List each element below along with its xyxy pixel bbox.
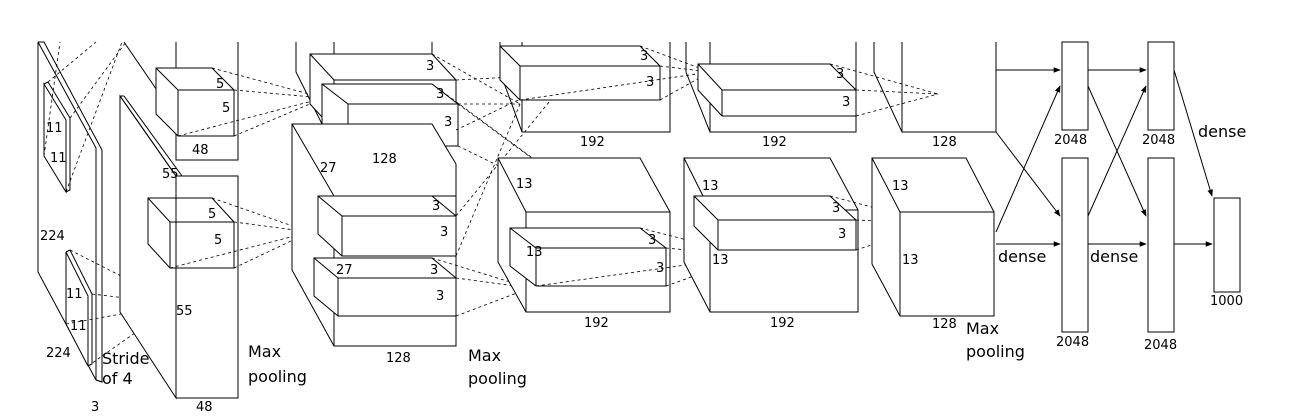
label-c3-13-bottom: 13 xyxy=(516,177,533,192)
label-k4-3a: 3 xyxy=(640,49,648,64)
label-c4-192-top: 192 xyxy=(762,135,787,150)
label-k1b-11b: 11 xyxy=(70,319,87,334)
conv5-top-block xyxy=(873,42,997,133)
label-fc-2048-a: 2048 xyxy=(1054,133,1087,148)
fc2-top xyxy=(1147,41,1175,131)
label-k1b-11a: 11 xyxy=(66,287,83,302)
label-k3-3b: 3 xyxy=(436,87,444,102)
label-k3b-3c: 3 xyxy=(430,263,438,278)
label-c5-13-a: 13 xyxy=(892,179,909,194)
output-layer xyxy=(1213,197,1241,293)
fc-arrows xyxy=(995,67,1213,247)
label-c4-13-inner: 13 xyxy=(712,253,729,268)
conv5-bottom-outer xyxy=(871,157,995,317)
label-k3b-3a: 3 xyxy=(432,199,440,214)
label-k5b-3a: 3 xyxy=(832,201,840,216)
fc-layers xyxy=(1061,41,1241,333)
conv2-bottom-block xyxy=(291,123,457,347)
label-pool1-line2: pooling xyxy=(248,367,307,386)
conv5-top-box xyxy=(873,42,997,133)
label-k5b-3b: 3 xyxy=(838,227,846,242)
label-c2-27-bottom: 27 xyxy=(336,263,353,278)
label-k4b-3a: 3 xyxy=(648,233,656,248)
label-input-3: 3 xyxy=(91,400,99,415)
label-pool2-line1: Max xyxy=(468,346,501,365)
label-c2-128-bottom: 128 xyxy=(386,351,411,366)
k4-top xyxy=(499,45,661,101)
label-c3-192-top: 192 xyxy=(580,135,605,150)
label-c1-48-bottom: 48 xyxy=(196,400,213,415)
diagram-labels: 11 11 224 11 11 224 3 Stride of 4 5 5 48… xyxy=(40,49,1246,415)
input-depth-bottom xyxy=(95,379,103,383)
label-c1-55-top: 55 xyxy=(162,167,179,182)
conv1-bottom-block xyxy=(119,94,239,400)
fc1-bottom xyxy=(1061,157,1089,333)
conv1-bottom-box xyxy=(119,95,239,399)
label-c2-27-top: 27 xyxy=(320,161,337,176)
label-k5-3b: 3 xyxy=(842,95,850,110)
label-dense-a: dense xyxy=(998,247,1046,266)
label-c1-55-bottom: 55 xyxy=(176,304,193,319)
fc2-bottom xyxy=(1147,157,1175,333)
label-c4-192-bottom: 192 xyxy=(770,316,795,331)
label-dense-b: dense xyxy=(1090,247,1138,266)
label-stride-line1: Stride xyxy=(102,349,149,368)
label-k5-3a: 3 xyxy=(836,67,844,82)
conv4-top-block xyxy=(685,42,857,133)
label-out-1000: 1000 xyxy=(1210,294,1243,309)
label-dense-c: dense xyxy=(1198,122,1246,141)
conv5-bottom-block xyxy=(871,157,995,317)
label-pool2-line2: pooling xyxy=(468,369,527,388)
label-k3-3a: 3 xyxy=(426,59,434,74)
label-c3-13-inner: 13 xyxy=(526,245,543,260)
label-c2-128-top: 128 xyxy=(372,152,397,167)
label-c1-48-top: 48 xyxy=(192,143,209,158)
label-fc-2048-d: 2048 xyxy=(1144,338,1177,353)
conv4-bottom-block xyxy=(683,157,859,313)
label-k4b-3b: 3 xyxy=(656,261,664,276)
label-pool3-line1: Max xyxy=(966,319,999,338)
label-k4-3b: 3 xyxy=(646,75,654,90)
label-fc-2048-b: 2048 xyxy=(1142,133,1175,148)
label-c3-192-bottom: 192 xyxy=(584,316,609,331)
k3-bottom-1 xyxy=(317,195,457,257)
label-k2-5b: 5 xyxy=(222,101,230,116)
label-k1-11a: 11 xyxy=(46,121,63,136)
label-input-224-side: 224 xyxy=(40,229,65,244)
label-pool3-line2: pooling xyxy=(966,342,1025,361)
label-c5-128-top: 128 xyxy=(932,135,957,150)
label-k3-3c: 3 xyxy=(444,115,452,130)
label-stride-line2: of 4 xyxy=(102,369,133,388)
fc1-top xyxy=(1061,41,1089,131)
label-k2b-5a: 5 xyxy=(208,207,216,222)
label-input-224-bottom: 224 xyxy=(46,346,71,361)
label-c5-13-b: 13 xyxy=(902,253,919,268)
label-fc-2048-c: 2048 xyxy=(1056,335,1089,350)
label-k1-11b: 11 xyxy=(50,151,67,166)
label-k2b-5b: 5 xyxy=(214,233,222,248)
label-c5-128-bottom: 128 xyxy=(932,317,957,332)
label-k2-5a: 5 xyxy=(216,77,224,92)
label-c4-13-bottom: 13 xyxy=(702,179,719,194)
label-pool1-line1: Max xyxy=(248,342,281,361)
label-k3b-3d: 3 xyxy=(436,289,444,304)
label-k3b-3b: 3 xyxy=(440,225,448,240)
